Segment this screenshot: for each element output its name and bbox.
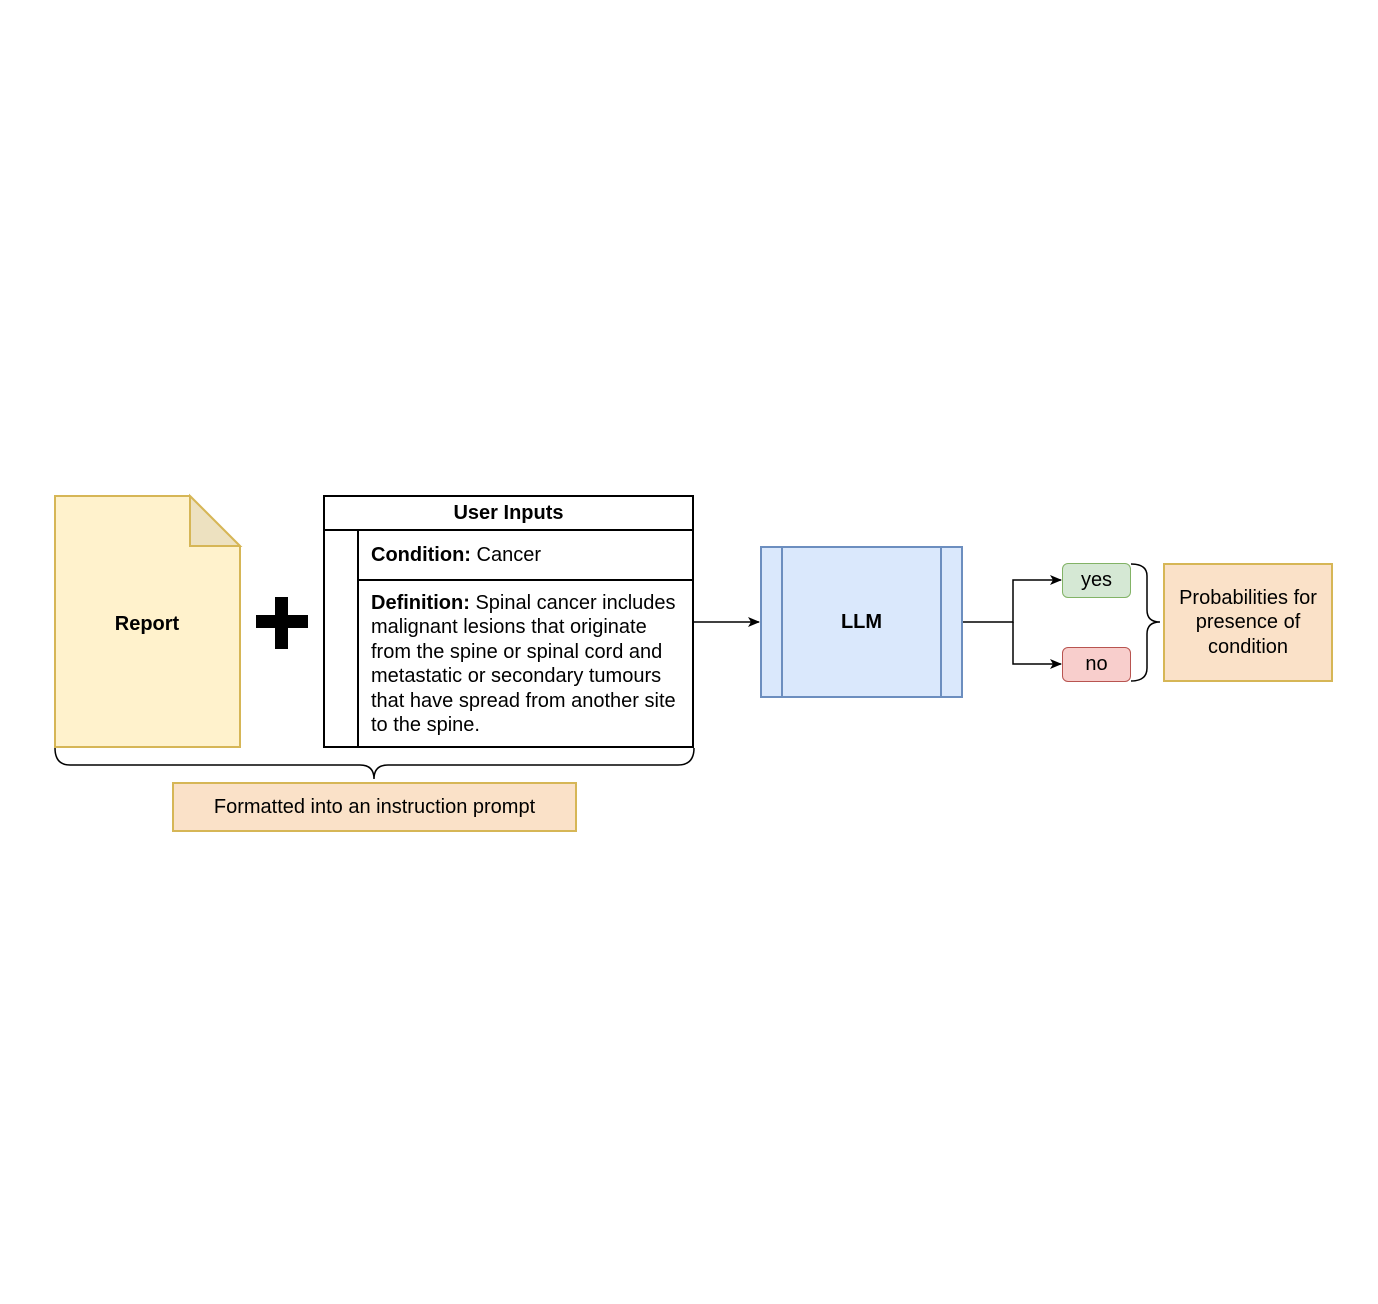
plus-icon bbox=[256, 597, 308, 649]
report-label: Report bbox=[114, 612, 180, 635]
output-no: no bbox=[1062, 647, 1131, 682]
outputs-brace bbox=[1130, 563, 1161, 682]
arrow-llm-to-outputs bbox=[963, 575, 1062, 669]
condition-value: Cancer bbox=[476, 543, 542, 566]
user-inputs-title: User Inputs bbox=[325, 497, 692, 531]
user-inputs-table: User Inputs Condition: Cancer Definition… bbox=[323, 495, 694, 748]
llm-label: LLM bbox=[840, 610, 883, 633]
definition-label: Definition: bbox=[371, 592, 470, 614]
definition-value: Spinal cancer includes malignant lesions… bbox=[371, 592, 676, 737]
llm-process-box: LLM bbox=[760, 546, 963, 698]
report-document-icon bbox=[54, 493, 243, 748]
user-inputs-gutter bbox=[357, 531, 359, 748]
output-yes: yes bbox=[1062, 563, 1131, 598]
llm-left-bar bbox=[781, 548, 783, 696]
prompt-brace bbox=[54, 747, 695, 780]
probabilities-note: Probabilities for presence of condition bbox=[1163, 563, 1333, 682]
definition-row: Definition: Spinal cancer includes malig… bbox=[359, 581, 692, 746]
condition-label: Condition: bbox=[371, 543, 471, 566]
llm-right-bar bbox=[940, 548, 942, 696]
format-note: Formatted into an instruction prompt bbox=[172, 782, 577, 832]
condition-row: Condition: Cancer bbox=[359, 531, 692, 581]
